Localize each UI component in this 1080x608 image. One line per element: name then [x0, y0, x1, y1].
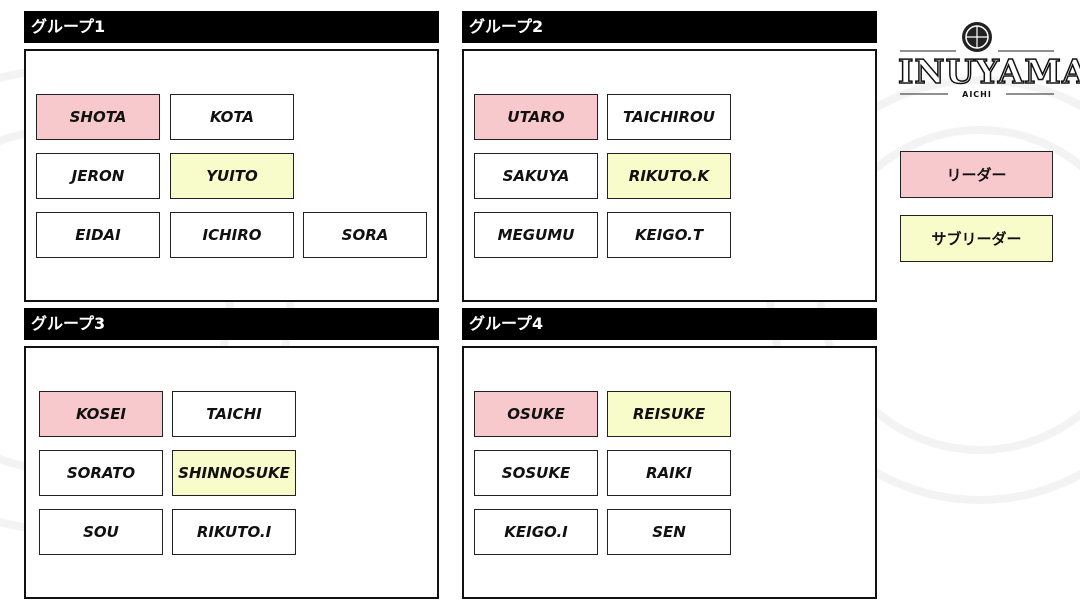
member-card: SHOTA	[36, 94, 160, 140]
group-2-title: グループ2	[462, 11, 877, 43]
basketball-icon	[962, 22, 992, 52]
team-logo: INUYAMA AICHI	[897, 18, 1080, 102]
member-card: RIKUTO.I	[172, 509, 296, 555]
group-4-title: グループ4	[462, 308, 877, 340]
group-2-box: UTARO TAICHIROU SAKUYA RIKUTO.K MEGUMU K…	[462, 49, 877, 302]
member-card: SORA	[303, 212, 427, 258]
member-card: KOSEI	[39, 391, 163, 437]
member-card: SORATO	[39, 450, 163, 496]
logo-subtitle: AICHI	[962, 90, 992, 99]
group-1-title: グループ1	[24, 11, 439, 43]
member-card: OSUKE	[474, 391, 598, 437]
member-card: UTARO	[474, 94, 598, 140]
member-card: SHINNOSUKE	[172, 450, 296, 496]
member-card: MEGUMU	[474, 212, 598, 258]
member-card: KOTA	[170, 94, 294, 140]
member-card: KEIGO.I	[474, 509, 598, 555]
member-card: SEN	[607, 509, 731, 555]
legend-leader: リーダー	[900, 151, 1053, 198]
member-card: EIDAI	[36, 212, 160, 258]
member-card: YUITO	[170, 153, 294, 199]
logo-frame	[900, 50, 1054, 95]
member-card: ICHIRO	[170, 212, 294, 258]
group-3-box: KOSEI TAICHI SORATO SHINNOSUKE SOU RIKUT…	[24, 346, 439, 599]
member-card: SOSUKE	[474, 450, 598, 496]
member-card: KEIGO.T	[607, 212, 731, 258]
member-card: RIKUTO.K	[607, 153, 731, 199]
member-card: REISUKE	[607, 391, 731, 437]
group-3-title: グループ3	[24, 308, 439, 340]
member-card: TAICHI	[172, 391, 296, 437]
member-card: SOU	[39, 509, 163, 555]
member-card: RAIKI	[607, 450, 731, 496]
member-card: JERON	[36, 153, 160, 199]
group-1-box: SHOTA KOTA JERON YUITO EIDAI ICHIRO SORA	[24, 49, 439, 302]
logo-name: INUYAMA	[897, 52, 1080, 91]
group-4-box: OSUKE REISUKE SOSUKE RAIKI KEIGO.I SEN	[462, 346, 877, 599]
member-card: TAICHIROU	[607, 94, 731, 140]
member-card: SAKUYA	[474, 153, 598, 199]
legend-sub-leader: サブリーダー	[900, 215, 1053, 262]
